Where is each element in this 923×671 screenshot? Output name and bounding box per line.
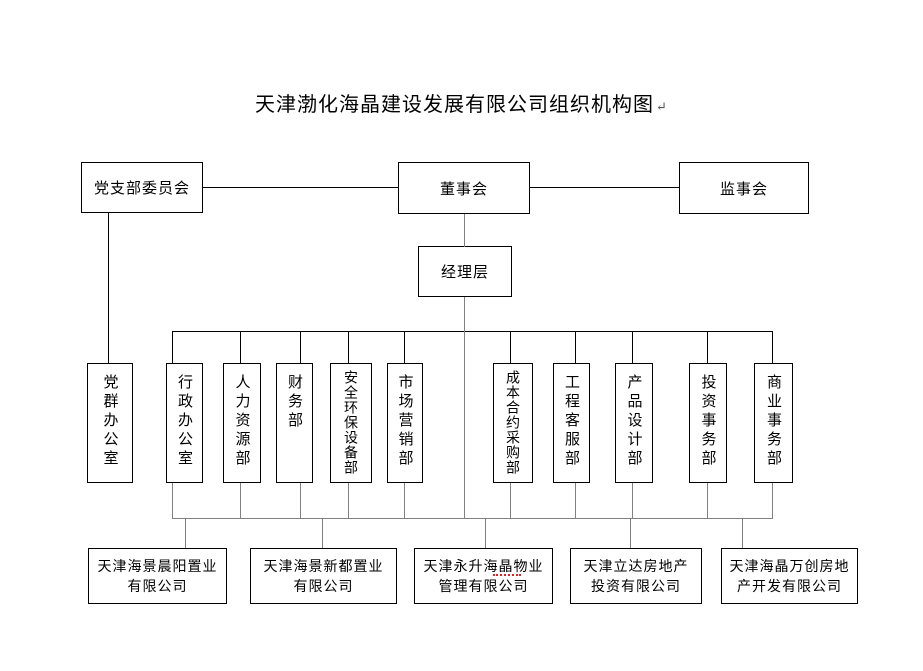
company-yongsheng-haijing-property-mgmt: 天津永升海晶物业管理有限公司	[414, 548, 553, 604]
node-supervisory-board: 监事会	[679, 162, 809, 214]
spellcheck-underline	[493, 574, 521, 576]
connector-line	[485, 518, 486, 548]
connector-line	[172, 518, 773, 519]
connector-line	[772, 331, 773, 363]
connector-line	[203, 187, 398, 188]
cost-contract-procurement-dept-label: 成本合约采购部	[505, 370, 521, 475]
dept-finance-dept: 财务部	[276, 363, 313, 483]
management-level-label: 经理层	[440, 264, 489, 281]
company-haijing-xindu-realty: 天津海景新都置业有限公司	[250, 548, 397, 604]
connector-line	[575, 331, 576, 363]
node-board-of-directors: 董事会	[398, 162, 530, 214]
connector-line	[172, 331, 773, 332]
haijing-wanchuang-realestate-dev-label-line-1: 天津海晶万创房地	[729, 558, 850, 574]
connector-line	[185, 518, 186, 548]
connector-line	[240, 331, 241, 363]
yongsheng-haijing-property-mgmt-label-line-2: 管理有限公司	[438, 578, 529, 594]
haijing-chenyang-realty-label-line-1: 天津海景晨阳置业	[97, 558, 218, 574]
connector-line	[707, 331, 708, 363]
connector-line	[632, 483, 633, 518]
connector-line	[510, 331, 511, 363]
safety-env-equipment-dept-label: 安全环保设备部	[343, 370, 359, 475]
connector-line	[575, 483, 576, 518]
company-lida-realestate-investment: 天津立达房地产投资有限公司	[570, 548, 702, 604]
dept-product-design-dept: 产品设计部	[615, 363, 653, 483]
party-branch-committee-label: 党支部委员会	[93, 180, 190, 197]
marketing-dept-label: 市场营销部	[396, 374, 414, 469]
connector-line	[530, 187, 679, 188]
connector-line	[348, 331, 349, 363]
node-management-level: 经理层	[418, 246, 512, 297]
finance-dept-label: 财务部	[286, 374, 303, 431]
connector-line	[404, 483, 405, 518]
haijing-xindu-realty-label-line-1: 天津海景新都置业	[263, 558, 384, 574]
connector-line	[172, 483, 173, 518]
dept-cost-contract-procurement-dept: 成本合约采购部	[493, 363, 533, 483]
title-text: 天津渤化海晶建设发展有限公司组织机构图	[255, 94, 655, 116]
product-design-dept-label: 产品设计部	[625, 374, 643, 469]
connector-line	[772, 483, 773, 518]
administration-office-label: 行政办公室	[176, 374, 193, 469]
node-party-branch-committee: 党支部委员会	[81, 162, 203, 213]
page-title: 天津渤化海晶建设发展有限公司组织机构图↵	[0, 88, 923, 117]
dept-commercial-affairs-dept: 商业事务部	[754, 363, 793, 483]
connector-line	[510, 483, 511, 518]
dept-investment-affairs-dept: 投资事务部	[689, 363, 727, 483]
connector-line	[464, 214, 465, 247]
connector-line	[464, 297, 465, 518]
company-haijing-wanchuang-realestate-dev: 天津海晶万创房地产开发有限公司	[721, 548, 858, 604]
connector-line	[630, 518, 631, 548]
dept-safety-env-equipment-dept: 安全环保设备部	[330, 363, 372, 483]
party-masses-office-label: 党群办公室	[101, 374, 119, 469]
connector-line	[240, 483, 241, 518]
connector-line	[348, 483, 349, 518]
dept-administration-office: 行政办公室	[166, 363, 203, 483]
dept-party-masses-office: 党群办公室	[87, 363, 133, 483]
connector-line	[108, 213, 109, 363]
connector-line	[322, 518, 323, 548]
connector-line	[742, 518, 743, 548]
yongsheng-haijing-property-mgmt-label-line-1: 天津永升海晶物业	[423, 558, 544, 574]
paragraph-return-mark: ↵	[656, 99, 668, 114]
haijing-wanchuang-realestate-dev-label-line-2: 产开发有限公司	[737, 578, 842, 594]
supervisory-board-label: 监事会	[719, 180, 768, 198]
commercial-affairs-dept-label: 商业事务部	[765, 374, 782, 469]
lida-realestate-investment-label-line-1: 天津立达房地产	[583, 558, 689, 574]
lida-realestate-investment-label-line-2: 投资有限公司	[591, 578, 681, 594]
connector-line	[632, 331, 633, 363]
human-resources-dept-label: 人力资源部	[233, 374, 251, 469]
haijing-chenyang-realty-label-line-2: 有限公司	[127, 578, 188, 594]
board-of-directors-label: 董事会	[439, 180, 488, 198]
connector-line	[300, 483, 301, 518]
haijing-xindu-realty-label-line-2: 有限公司	[293, 578, 354, 594]
dept-human-resources-dept: 人力资源部	[223, 363, 261, 483]
company-haijing-chenyang-realty: 天津海景晨阳置业有限公司	[88, 548, 227, 604]
investment-affairs-dept-label: 投资事务部	[699, 374, 717, 469]
connector-line	[172, 331, 173, 363]
connector-line	[707, 483, 708, 518]
dept-engineering-customer-service-dept: 工程客服部	[553, 363, 590, 483]
connector-line	[300, 331, 301, 363]
dept-marketing-dept: 市场营销部	[387, 363, 423, 483]
connector-line	[404, 331, 405, 363]
engineering-customer-service-dept-label: 工程客服部	[563, 374, 580, 469]
